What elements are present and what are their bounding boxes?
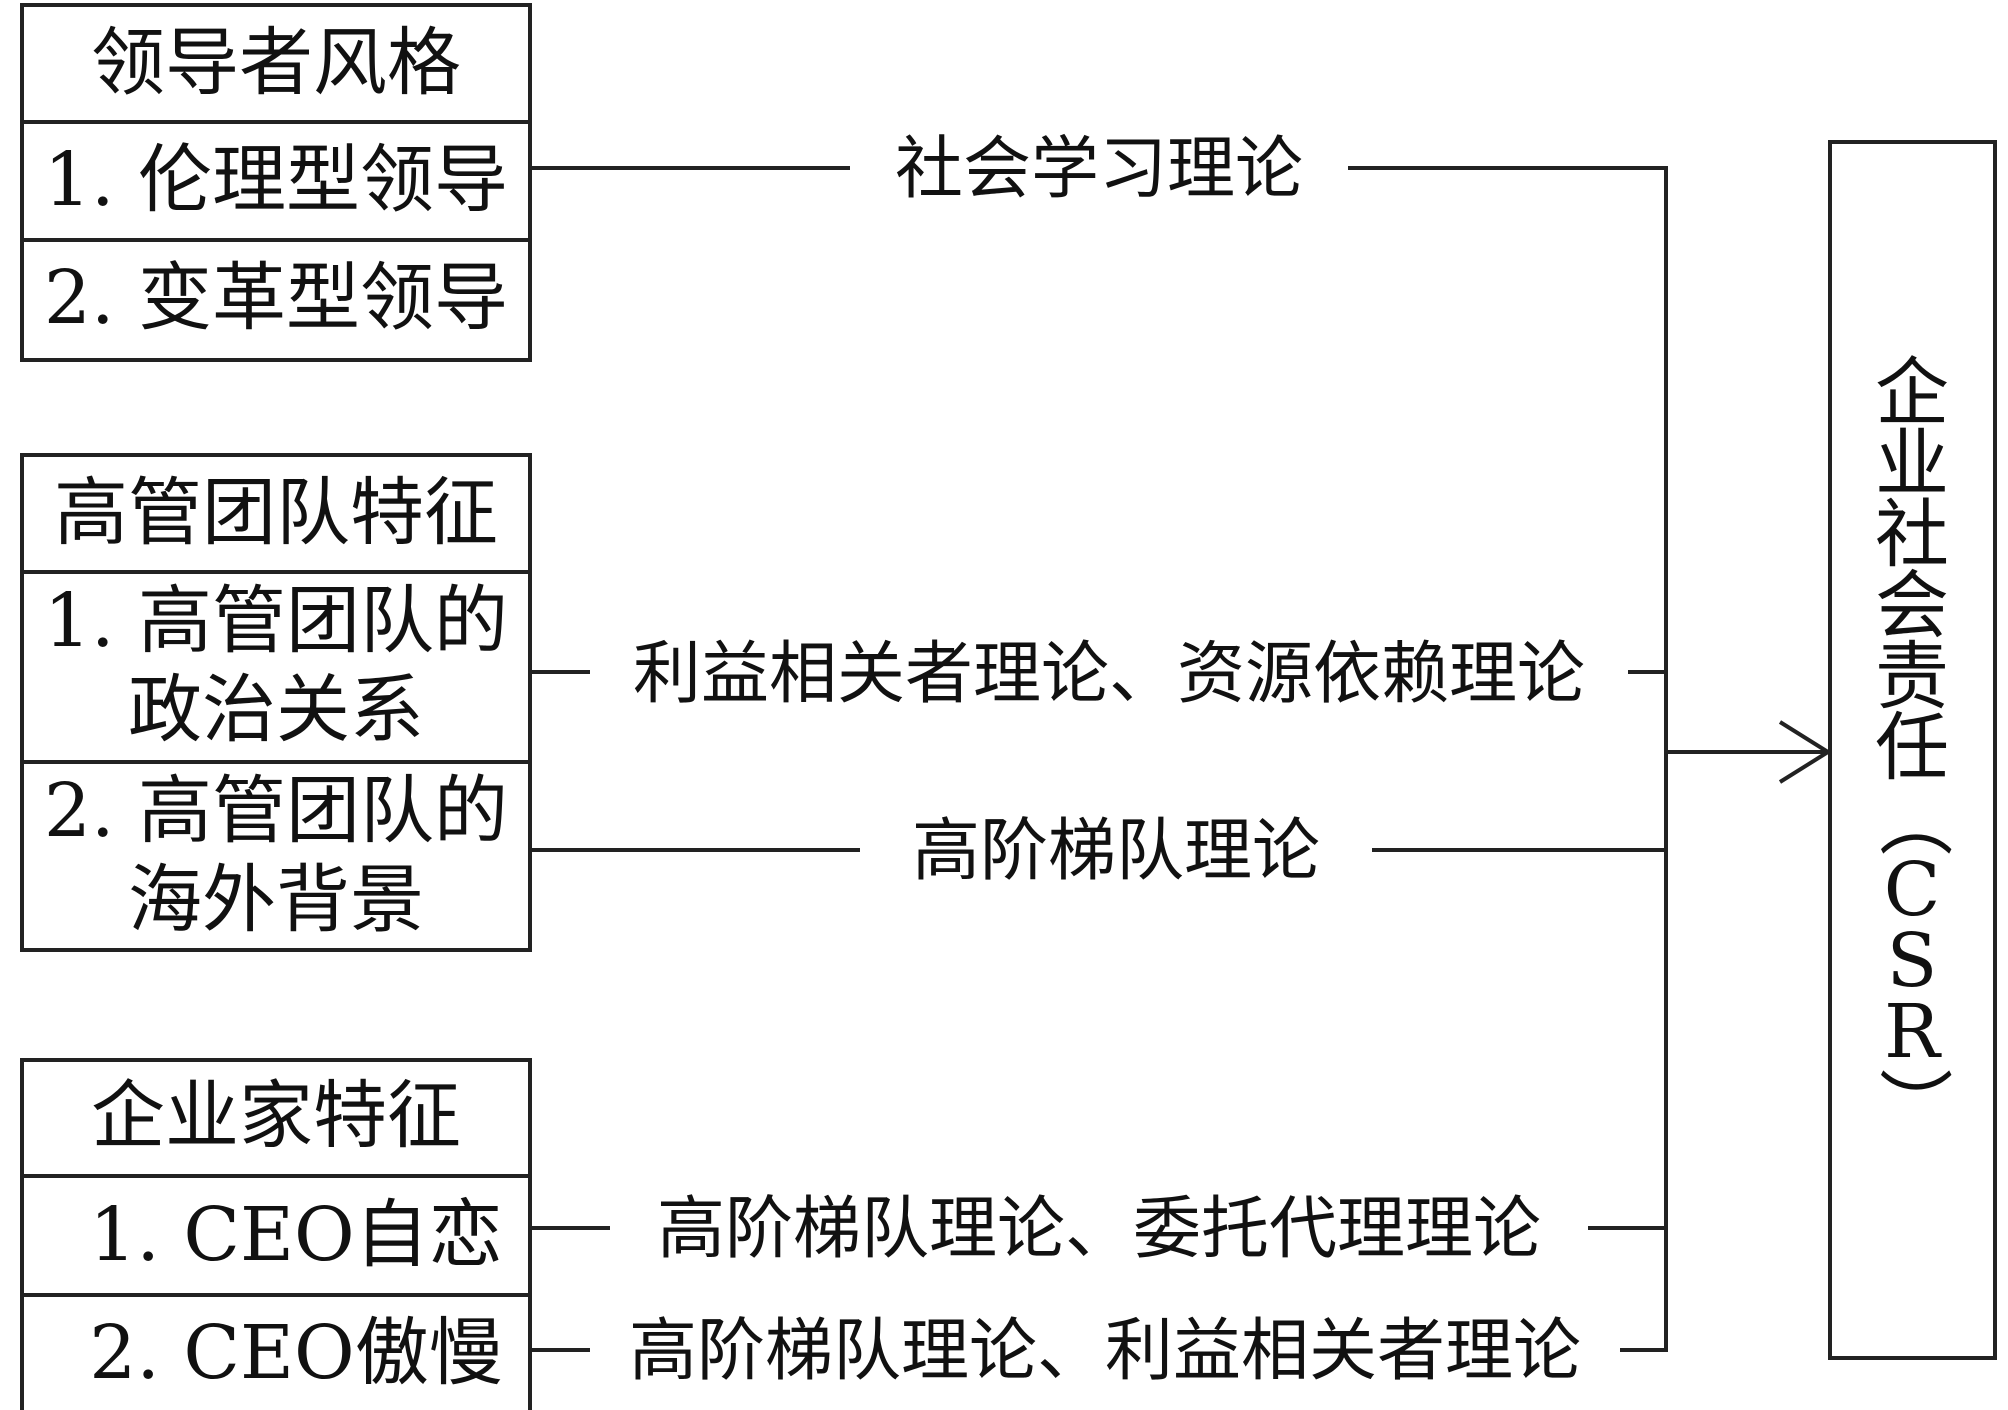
group-item-line: 2. 高管团队的 [44, 768, 508, 854]
target-char: S [1887, 918, 1938, 1004]
group-item-line: 1. 高管团队的 [44, 578, 508, 664]
group-item-line: 海外背景 [128, 857, 424, 943]
group-title: 高管团队特征 [54, 470, 498, 556]
group-item: 1. CEO自恋 [89, 1192, 502, 1278]
group-title: 企业家特征 [91, 1073, 461, 1159]
edge-social-learning: 社会学习理论 [530, 130, 1666, 209]
edge-upper-echelons-agency: 高阶梯队理论、委托代理理论 [530, 1190, 1666, 1269]
edge-label: 高阶梯队理论、利益相关者理论 [629, 1312, 1581, 1391]
edge-label: 高阶梯队理论、委托代理理论 [657, 1190, 1541, 1269]
target-char: 社 [1875, 492, 1949, 578]
target-char: 会 [1875, 563, 1949, 649]
group-item-line: 政治关系 [128, 667, 424, 753]
group-executive-team: 高管团队特征 1. 高管团队的 政治关系 2. 高管团队的 海外背景 [20, 453, 532, 952]
group-box [20, 1058, 532, 1410]
edge-label: 利益相关者理论、资源依赖理论 [633, 635, 1585, 714]
edge-upper-echelons: 高阶梯队理论 [530, 812, 1666, 891]
target-box [1828, 140, 1997, 1360]
target-char: 业 [1875, 421, 1949, 507]
group-box [20, 453, 532, 952]
edge-label: 高阶梯队理论 [912, 812, 1320, 891]
edge-stakeholder-resource: 利益相关者理论、资源依赖理论 [530, 635, 1666, 714]
group-box [20, 3, 532, 362]
target-char: R [1884, 989, 1942, 1075]
target-char: （ [1870, 783, 1956, 857]
target-char: ） [1870, 1067, 1956, 1141]
edge-label: 社会学习理论 [895, 130, 1303, 209]
group-leadership-style: 领导者风格 1. 伦理型领导 2. 变革型领导 [20, 3, 532, 362]
group-item: 2. 变革型领导 [44, 255, 508, 341]
edge-upper-echelons-stakeholder: 高阶梯队理论、利益相关者理论 [530, 1312, 1666, 1391]
group-item: 1. 伦理型领导 [44, 137, 508, 223]
group-entrepreneur: 企业家特征 1. CEO自恋 2. CEO傲慢 [20, 1058, 532, 1410]
group-item: 2. CEO傲慢 [89, 1310, 502, 1396]
target-char: 责 [1875, 634, 1949, 720]
group-title: 领导者风格 [91, 20, 461, 106]
target-char: C [1884, 847, 1941, 933]
target-char: 任 [1875, 705, 1949, 791]
target-char: 企 [1875, 350, 1949, 436]
